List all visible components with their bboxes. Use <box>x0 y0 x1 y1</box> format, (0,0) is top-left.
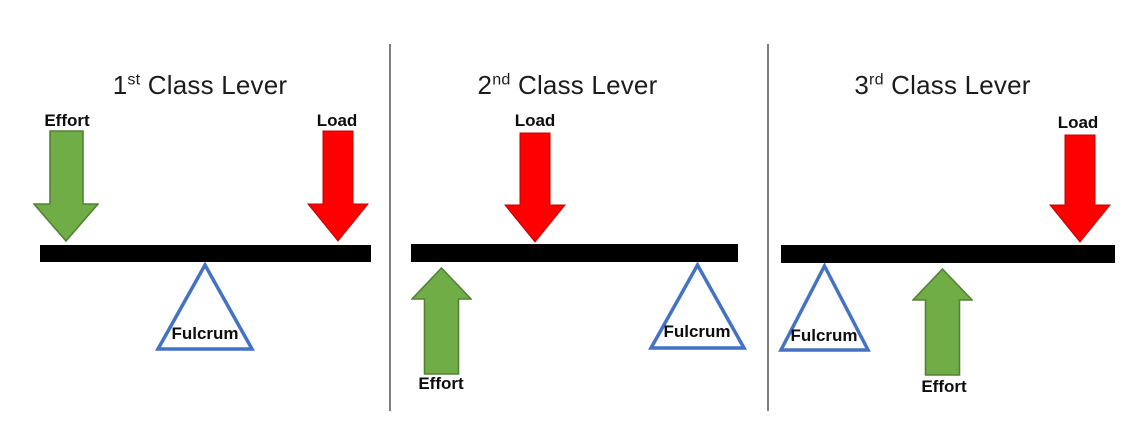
effort-arrow-up <box>411 267 472 375</box>
load-arrow-down <box>1049 134 1111 243</box>
title-ordinal: nd <box>492 70 511 89</box>
fulcrum-triangle <box>648 262 747 350</box>
title-ordinal: st <box>127 70 141 89</box>
title-number: 1 <box>112 70 128 100</box>
fulcrum-triangle <box>778 263 871 352</box>
fulcrum-label: Fulcrum <box>663 322 731 341</box>
effort-arrow-down <box>33 130 99 242</box>
panel-first-class-lever: 1st Class Lever Effort Load Fulcrum <box>0 0 390 439</box>
title-number: 2 <box>477 70 493 100</box>
fulcrum-label: Fulcrum <box>790 326 858 345</box>
load-arrow-down <box>307 130 369 242</box>
title-number: 3 <box>854 70 870 100</box>
fulcrum-triangle <box>155 262 255 351</box>
title-rest: Class Lever <box>510 70 658 100</box>
panel-divider-right <box>767 44 769 411</box>
lever-bar <box>411 244 738 262</box>
title-ordinal: rd <box>869 70 884 89</box>
lever-bar <box>40 245 371 262</box>
panel-third-class-lever: 3rd Class Lever Load Fulcrum Effort <box>769 0 1142 439</box>
load-label: Load <box>316 111 358 130</box>
effort-arrow-up <box>912 268 973 376</box>
panel-second-class-lever: 2nd Class Lever Load Effort Fulcrum <box>390 0 769 439</box>
title-rest: Class Lever <box>883 70 1031 100</box>
effort-label: Effort <box>418 374 464 393</box>
effort-label: Effort <box>921 377 967 396</box>
fulcrum-label: Fulcrum <box>171 324 239 343</box>
panel-title: 1st Class Lever <box>5 70 395 101</box>
panel-divider-left <box>389 44 391 411</box>
load-label: Load <box>514 111 556 130</box>
load-label: Load <box>1057 113 1099 132</box>
lever-bar <box>781 245 1115 263</box>
panel-title: 3rd Class Lever <box>756 70 1129 101</box>
load-arrow-down <box>504 132 566 243</box>
title-rest: Class Lever <box>140 70 288 100</box>
effort-label: Effort <box>44 111 90 130</box>
panel-title: 2nd Class Lever <box>378 70 757 101</box>
